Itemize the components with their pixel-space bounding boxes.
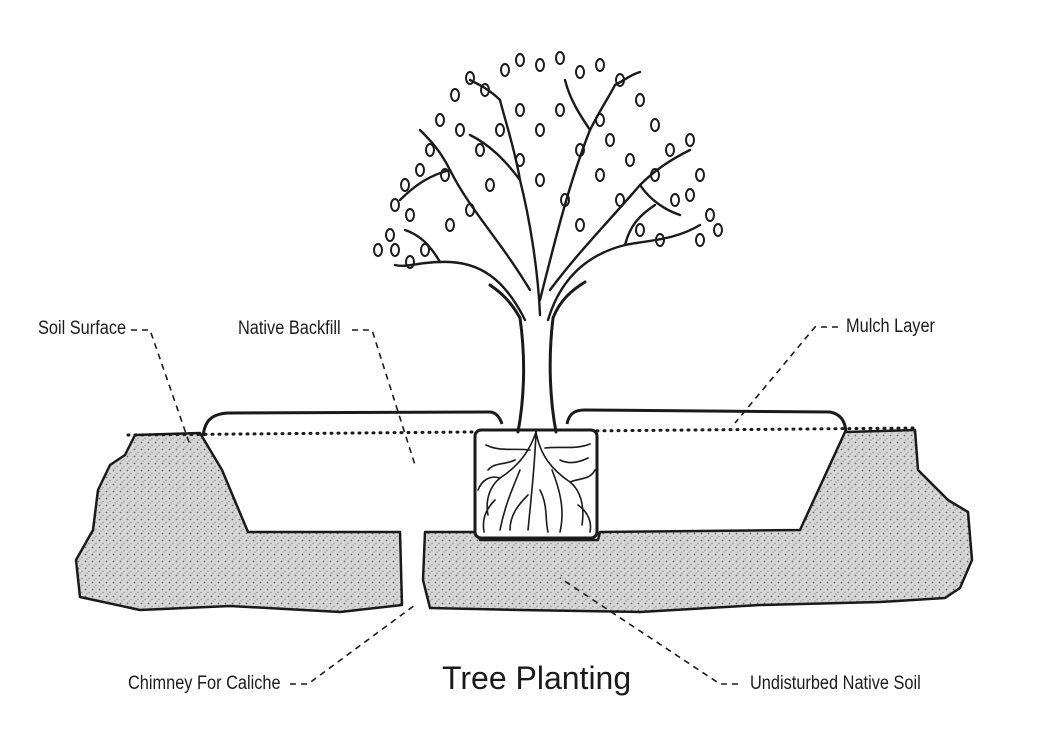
label-undisturbed-native-soil: Undisturbed Native Soil: [750, 673, 921, 694]
label-soil-surface: Soil Surface: [38, 318, 127, 339]
soil-right: [421, 428, 974, 614]
diagram-title: Tree Planting: [442, 660, 632, 696]
label-native-backfill: Native Backfill: [238, 318, 341, 339]
soil-left: [74, 431, 404, 614]
leader-chimney: [290, 604, 416, 685]
label-mulch-layer: Mulch Layer: [846, 316, 936, 337]
roots: [477, 431, 596, 533]
backfill-outline: [201, 410, 504, 437]
backfill-outline-right: [565, 408, 848, 433]
label-chimney-for-caliche: Chimney For Caliche: [128, 673, 281, 694]
root-ball: [473, 428, 599, 540]
tree-trunk: [488, 280, 587, 434]
mulch-line: [126, 426, 920, 437]
leader-soil-surface: [131, 329, 191, 446]
tree-branches: [393, 70, 702, 322]
leader-lines: [131, 326, 838, 685]
tree-leaves: [373, 51, 723, 269]
leader-mulch-layer: [734, 326, 838, 424]
leader-native-backfill: [352, 329, 416, 466]
leader-undisturbed: [559, 577, 738, 685]
